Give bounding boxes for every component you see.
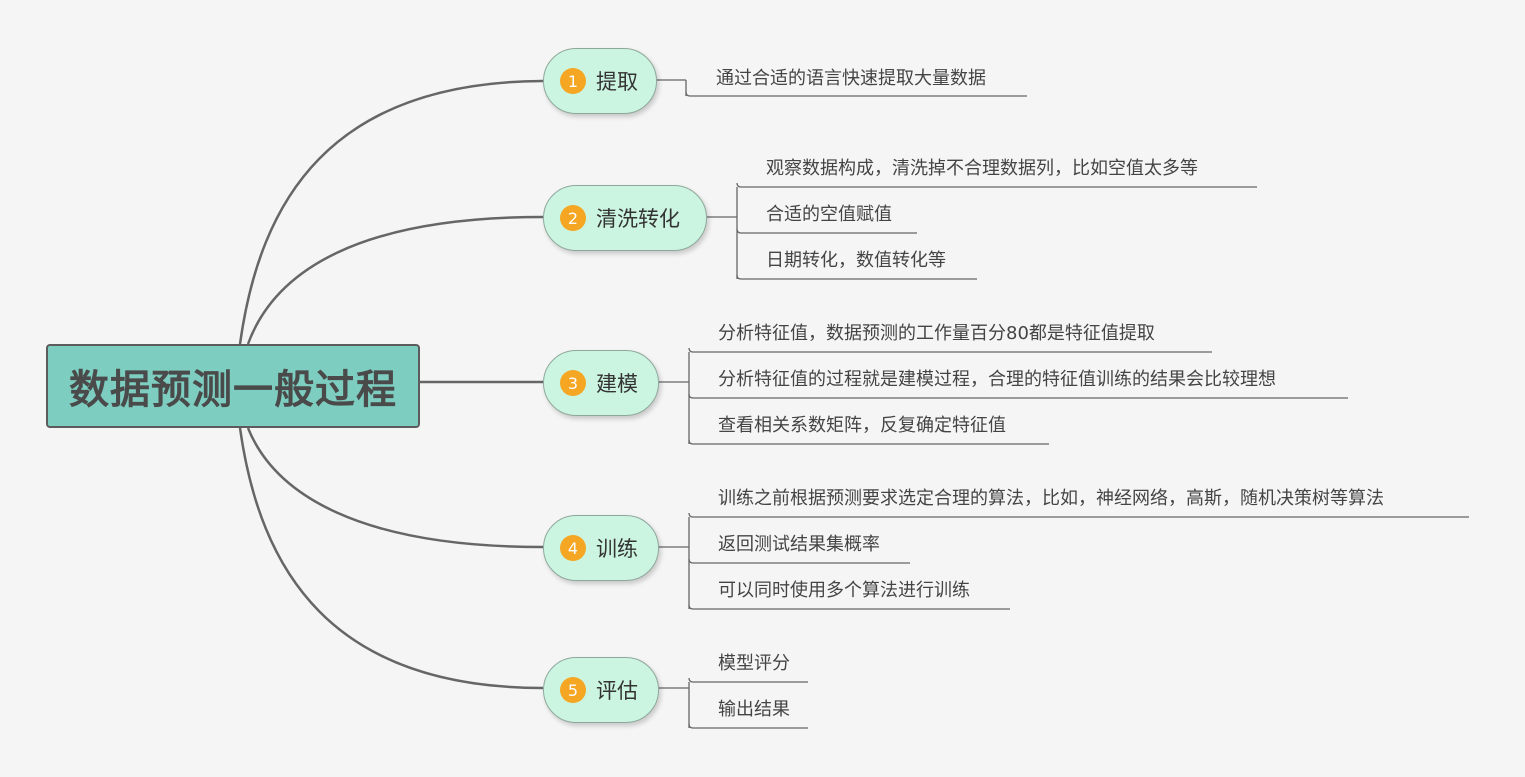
connector-root-branch-2 [246,215,544,345]
number-badge: 1 [560,68,586,94]
branch-label: 训练 [596,537,638,561]
connector-root-branch-1 [238,79,544,345]
connector-branch-5-underline-1 [688,677,808,683]
leaf-item-1-1[interactable]: 通过合适的语言快速提取大量数据 [716,68,986,89]
branch-node-1[interactable]: 1 提取 [543,48,657,114]
connector-branch-4-underline-2 [688,558,910,564]
connector-branch-2-underline-1 [736,182,1257,188]
leaf-item-2-2[interactable]: 合适的空值赋值 [766,204,892,225]
root-node[interactable]: 数据预测一般过程 [46,344,420,428]
connector-branch-3-underline-3 [688,439,1049,445]
connector-branch-5-underline-2 [688,723,808,729]
leaf-item-4-2[interactable]: 返回测试结果集概率 [718,534,880,555]
connector-branch-3-underline-1 [688,347,1212,353]
leaf-item-3-1[interactable]: 分析特征值，数据预测的工作量百分80都是特征值提取 [718,323,1155,344]
branch-node-2[interactable]: 2 清洗转化 [543,185,707,251]
root-title: 数据预测一般过程 [69,367,397,413]
leaf-item-5-2[interactable]: 输出结果 [718,699,790,720]
branch-label: 建模 [596,372,638,396]
number-badge: 2 [560,205,586,231]
connector-branch-4-underline-1 [688,512,1469,518]
number-badge: 4 [560,535,586,561]
branch-label: 清洗转化 [596,207,680,231]
connector-branch-2-underline-2 [736,228,917,234]
leaf-item-2-1[interactable]: 观察数据构成，清洗掉不合理数据列，比如空值太多等 [766,158,1198,179]
leaf-item-5-1[interactable]: 模型评分 [718,653,790,674]
branch-node-5[interactable]: 5 评估 [543,657,659,723]
branch-node-4[interactable]: 4 训练 [543,515,659,581]
connector-root-branch-4 [246,427,544,549]
connector-branch-2-underline-3 [736,274,977,280]
leaf-item-2-3[interactable]: 日期转化，数值转化等 [766,250,946,271]
branch-label: 提取 [596,70,638,94]
number-badge: 5 [560,677,586,703]
leaf-item-4-1[interactable]: 训练之前根据预测要求选定合理的算法，比如，神经网络，高斯，随机决策树等算法 [718,488,1384,509]
leaf-item-3-3[interactable]: 查看相关系数矩阵，反复确定特征值 [718,415,1006,436]
connector-root-branch-5 [238,427,544,690]
connector-branch-3-underline-2 [688,393,1348,399]
leaf-item-3-2[interactable]: 分析特征值的过程就是建模过程，合理的特征值训练的结果会比较理想 [718,369,1276,390]
number-badge: 3 [560,370,586,396]
connector-branch-1-underline-1 [685,91,1027,97]
leaf-item-4-3[interactable]: 可以同时使用多个算法进行训练 [718,580,970,601]
branch-node-3[interactable]: 3 建模 [543,350,659,416]
branch-label: 评估 [596,679,638,703]
connector-branch-4-underline-3 [688,604,1010,610]
